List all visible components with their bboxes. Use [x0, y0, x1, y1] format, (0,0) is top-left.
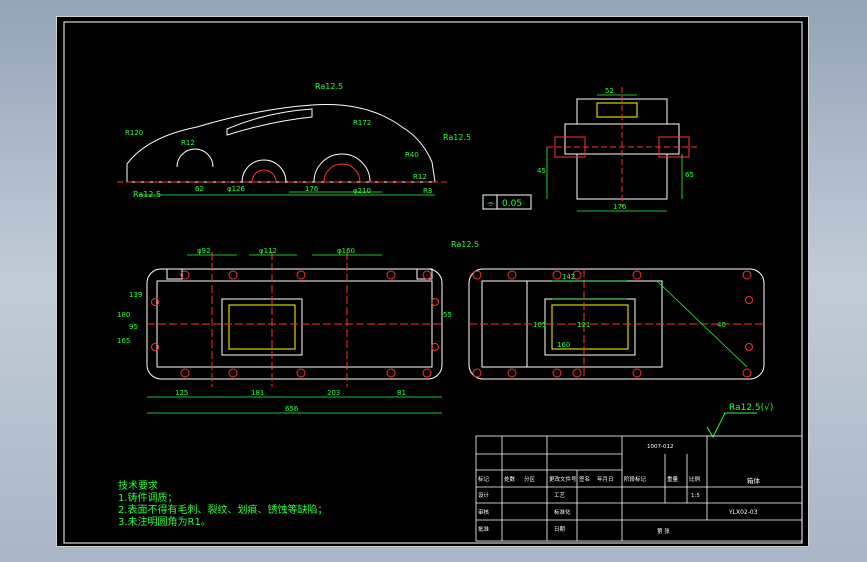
title-block: [475, 435, 803, 542]
top-dim-165: 165: [117, 337, 130, 345]
top-roughness: Ra12.5: [451, 240, 479, 249]
tb-scale: 1:5: [691, 493, 700, 499]
top-dim-139: 139: [129, 291, 142, 299]
tb-left-3: 工艺: [554, 492, 566, 499]
top-dim-125: 125: [175, 389, 188, 397]
drawing-canvas: Ra12.5 Ra12.5 Ra12.5 R120 R12 R172 R40 6…: [63, 21, 803, 544]
top-dim-81: 81: [397, 389, 406, 397]
right-dim-142: 142: [562, 273, 575, 281]
side-dim-r172: R172: [353, 119, 371, 127]
tb-row1-4: 更改文件号: [549, 475, 577, 483]
side-dim-176: 176: [305, 185, 319, 193]
title-header-cell: 1007-012: [647, 444, 673, 450]
technical-requirements: 技术要求 1.铸件调质； 2.表面不得有毛刺、裂纹、划痕、锈蚀等缺陷； 3.未注…: [118, 481, 328, 529]
tb-row1-2: 处数: [504, 475, 516, 483]
tb-left-4: 批准: [478, 525, 490, 533]
side-view-labels: Ra12.5 Ra12.5 Ra12.5 R120 R12 R172 R40 6…: [125, 82, 471, 199]
tech-item: 3.未注明圆角为R1。: [118, 517, 211, 528]
tb-left-2: 审核: [478, 508, 490, 516]
top-view-bolts: [151, 270, 439, 378]
side-view: [117, 104, 447, 196]
tolerance-frame: ⌯ 0.05: [482, 194, 532, 210]
top-dim-phi112: φ112: [259, 247, 277, 255]
side-dim-r3: R3: [423, 187, 432, 195]
side-dim-62: 62: [195, 185, 204, 193]
side-dim-r12: R12: [181, 139, 195, 147]
tolerance-symbol: ⌯: [487, 199, 495, 209]
tb-stage: 阶段标记: [624, 475, 647, 483]
side-dim-phi126: φ126: [227, 185, 246, 193]
tb-left-1: 设计: [478, 491, 490, 499]
side-dim-r120: R120: [125, 129, 143, 137]
side-dim-phi210: φ210: [353, 187, 371, 195]
tb-row1-6: 年月日: [597, 475, 614, 483]
top-dim-phi92: φ92: [197, 247, 211, 255]
tb-row1-5: 签名: [579, 475, 590, 483]
right-dim-105: 105: [533, 321, 546, 329]
tech-title: 技术要求: [118, 481, 158, 492]
right-dim-40: 40: [717, 321, 726, 329]
end-dim-65: 65: [685, 171, 694, 179]
top-view: [146, 252, 443, 414]
tolerance-value: 0.05: [502, 199, 522, 209]
top-dim-180: 180: [117, 311, 130, 319]
end-dim-45: 45: [537, 167, 546, 175]
tech-item: 2.表面不得有毛刺、裂纹、划痕、锈蚀等缺陷；: [118, 505, 328, 516]
end-view: [546, 87, 697, 212]
tech-item: 1.铸件调质；: [118, 493, 178, 504]
right-view: [468, 268, 765, 380]
side-roughness-1: Ra12.5: [315, 82, 343, 91]
tb-code: YLX02-03: [728, 509, 758, 516]
tb-bottom: 第 张: [657, 527, 670, 535]
right-view-bolts: [472, 270, 753, 378]
general-roughness-label: Ra12.5(√): [729, 402, 773, 413]
tb-name: 箱体: [747, 476, 761, 485]
side-roughness-3: Ra12.5: [133, 190, 161, 199]
side-roughness-2: Ra12.5: [443, 133, 471, 142]
top-dim-55: 55: [443, 311, 452, 319]
side-dim-r40: R40: [405, 151, 419, 159]
top-dim-656: 656: [285, 405, 299, 413]
top-dim-203: 203: [327, 389, 340, 397]
tb-row1-1: 标记: [478, 475, 490, 483]
tb-row1-3: 分区: [524, 475, 536, 483]
tb-left-6: 日期: [554, 526, 566, 533]
right-dim-160: 160: [557, 341, 570, 349]
drawing-sheet: Ra12.5 Ra12.5 Ra12.5 R120 R12 R172 R40 6…: [56, 16, 809, 547]
tb-weight: 重量: [667, 475, 679, 483]
top-dim-181: 181: [251, 389, 264, 397]
end-dim-52: 52: [605, 87, 614, 95]
right-dim-121: 121: [577, 321, 590, 329]
top-dim-phi160: φ160: [337, 247, 355, 255]
tb-scale-label: 比例: [689, 475, 701, 483]
side-dim-r12b: R12: [413, 173, 427, 181]
tb-left-5: 标准化: [554, 508, 571, 516]
inner-border: [63, 21, 803, 544]
end-dim-176: 176: [613, 203, 627, 211]
top-dim-95: 95: [129, 323, 138, 331]
general-roughness: Ra12.5(√): [706, 402, 773, 439]
